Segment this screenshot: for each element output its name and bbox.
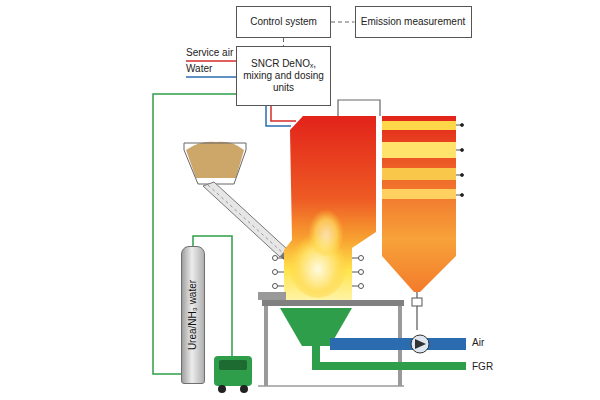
fuel-bunker bbox=[184, 143, 246, 184]
feeder bbox=[258, 292, 286, 300]
fan-symbol bbox=[415, 339, 426, 349]
truck-wheel bbox=[218, 385, 226, 393]
injection-line bbox=[271, 106, 296, 121]
support-leg bbox=[264, 306, 268, 386]
dosing-unit-box: SNCR DeNOₓ, mixing and dosing units bbox=[236, 46, 331, 106]
fuel-heap bbox=[186, 142, 244, 178]
heat-exchanger bbox=[382, 189, 456, 199]
truck-wheel bbox=[240, 385, 248, 393]
heat-exchanger bbox=[382, 168, 456, 180]
grate bbox=[262, 300, 404, 306]
node-text: Control system bbox=[250, 16, 317, 28]
line-label: Service air bbox=[186, 47, 233, 59]
node-text: Urea/NH₃ water bbox=[187, 280, 199, 350]
floor bbox=[258, 385, 404, 387]
line-label: Air bbox=[472, 337, 484, 349]
injection-line bbox=[266, 106, 291, 126]
node-text: Emission measurement bbox=[361, 16, 465, 28]
conveyor-screw bbox=[208, 185, 284, 254]
connector-line bbox=[331, 22, 355, 23]
control-box: Control system bbox=[236, 6, 331, 38]
flame bbox=[308, 204, 344, 256]
reagent-tank: Urea/NH₃ water bbox=[181, 246, 205, 384]
heat-exchanger bbox=[382, 121, 456, 130]
measuring-points bbox=[456, 124, 464, 197]
steam-pipe bbox=[338, 100, 380, 116]
node-text: SNCR DeNOₓ, mixing and dosing units bbox=[237, 58, 330, 94]
second-pass bbox=[382, 116, 456, 292]
truck-window bbox=[219, 360, 247, 370]
line-label: FGR bbox=[472, 361, 493, 373]
air-pipe bbox=[330, 338, 466, 350]
air-nozzles bbox=[273, 256, 364, 289]
ash-valve bbox=[412, 298, 422, 306]
fan bbox=[411, 335, 429, 353]
screw-conveyor bbox=[203, 182, 288, 257]
water-line bbox=[186, 76, 236, 78]
heat-exchanger bbox=[382, 142, 456, 158]
connector-line bbox=[153, 94, 236, 374]
connector-line bbox=[283, 38, 284, 46]
measurement-box: Emission measurement bbox=[355, 6, 472, 38]
truck bbox=[214, 356, 252, 386]
line-label: Water bbox=[186, 63, 212, 75]
furnace bbox=[284, 116, 376, 300]
service-air-line bbox=[186, 60, 236, 62]
